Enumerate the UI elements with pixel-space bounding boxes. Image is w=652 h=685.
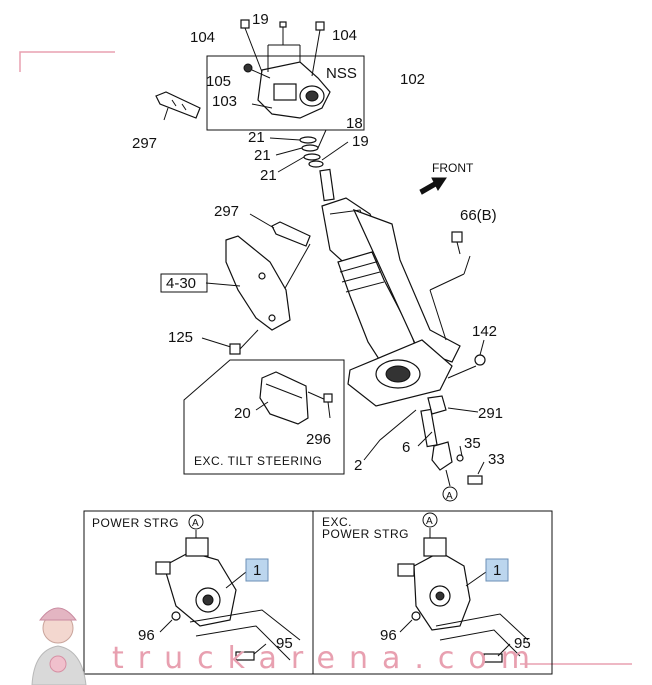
label-exc-tilt-steering: EXC. TILT STEERING: [194, 454, 322, 468]
label-96-left: 96: [138, 627, 155, 644]
strap-297-upper: [155, 91, 201, 121]
label-callout-1-left: 1: [253, 562, 261, 579]
label-35: 35: [464, 435, 481, 452]
part-labels: 104 19 104 105 NSS 102 103 297 21 18 21 …: [92, 11, 531, 652]
label-21-third: 21: [260, 167, 277, 184]
label-103: 103: [212, 93, 237, 110]
label-95-left: 95: [276, 635, 293, 652]
label-exc-power-strg: POWER STRG: [322, 527, 409, 541]
label-circle-a-right: A: [426, 516, 433, 527]
label-291: 291: [478, 405, 503, 422]
gearbox-panel: [83, 510, 553, 675]
exc-tilt-steering-inset: [183, 359, 345, 475]
label-125: 125: [168, 329, 193, 346]
label-95-right: 95: [514, 635, 531, 652]
label-2: 2: [354, 457, 362, 474]
label-21-second: 21: [254, 147, 271, 164]
label-296: 296: [306, 431, 331, 448]
label-104-left: 104: [190, 29, 215, 46]
assembly-102-frame: [206, 55, 365, 131]
label-callout-1-right: 1: [493, 562, 501, 579]
callout-1-right: [485, 558, 509, 582]
label-nss: NSS: [326, 65, 357, 82]
column-cover-plate: [160, 235, 291, 331]
front-direction-arrow: [419, 177, 447, 195]
upper-bracket-assembly: [206, 19, 365, 131]
label-19-lower: 19: [352, 133, 369, 150]
label-297-middle: 297: [214, 203, 239, 220]
label-21-first: 21: [248, 129, 265, 146]
label-18: 18: [346, 115, 363, 132]
bolt-125: [201, 329, 259, 355]
label-circle-a-left: A: [192, 518, 199, 529]
label-exc: EXC.: [322, 515, 352, 529]
label-102: 102: [400, 71, 425, 88]
power-steering-gearbox: [155, 514, 301, 661]
label-104-right: 104: [332, 27, 357, 44]
watermark-text: truckarena.com: [112, 641, 544, 676]
label-297-upper: 297: [132, 135, 157, 152]
strap-297-middle: [249, 213, 311, 247]
intermediate-shaft: [363, 395, 485, 502]
label-142: 142: [472, 323, 497, 340]
label-96-right: 96: [380, 627, 397, 644]
truckarena-mascot-logo: [31, 607, 87, 685]
label-power-strg: POWER STRG: [92, 516, 179, 530]
label-front: FRONT: [432, 161, 474, 175]
washer-stack: [269, 129, 349, 173]
label-33: 33: [488, 451, 505, 468]
label-circle-a-lower: A: [446, 491, 453, 502]
ref-circle-a-lower: [442, 486, 458, 502]
gearbox-panel-frame: [83, 510, 553, 675]
label-19-top: 19: [252, 11, 269, 28]
ref-box-4-30: [160, 273, 208, 293]
callout-1-left: [245, 558, 269, 582]
steering-column: [283, 168, 486, 407]
label-105: 105: [206, 73, 231, 90]
manual-steering-gearbox: [397, 512, 529, 663]
watermark-corner-marks: [19, 51, 632, 665]
label-66b: 66(B): [460, 207, 497, 224]
label-4-30: 4-30: [166, 275, 196, 292]
label-6: 6: [402, 439, 410, 456]
label-20: 20: [234, 405, 251, 422]
